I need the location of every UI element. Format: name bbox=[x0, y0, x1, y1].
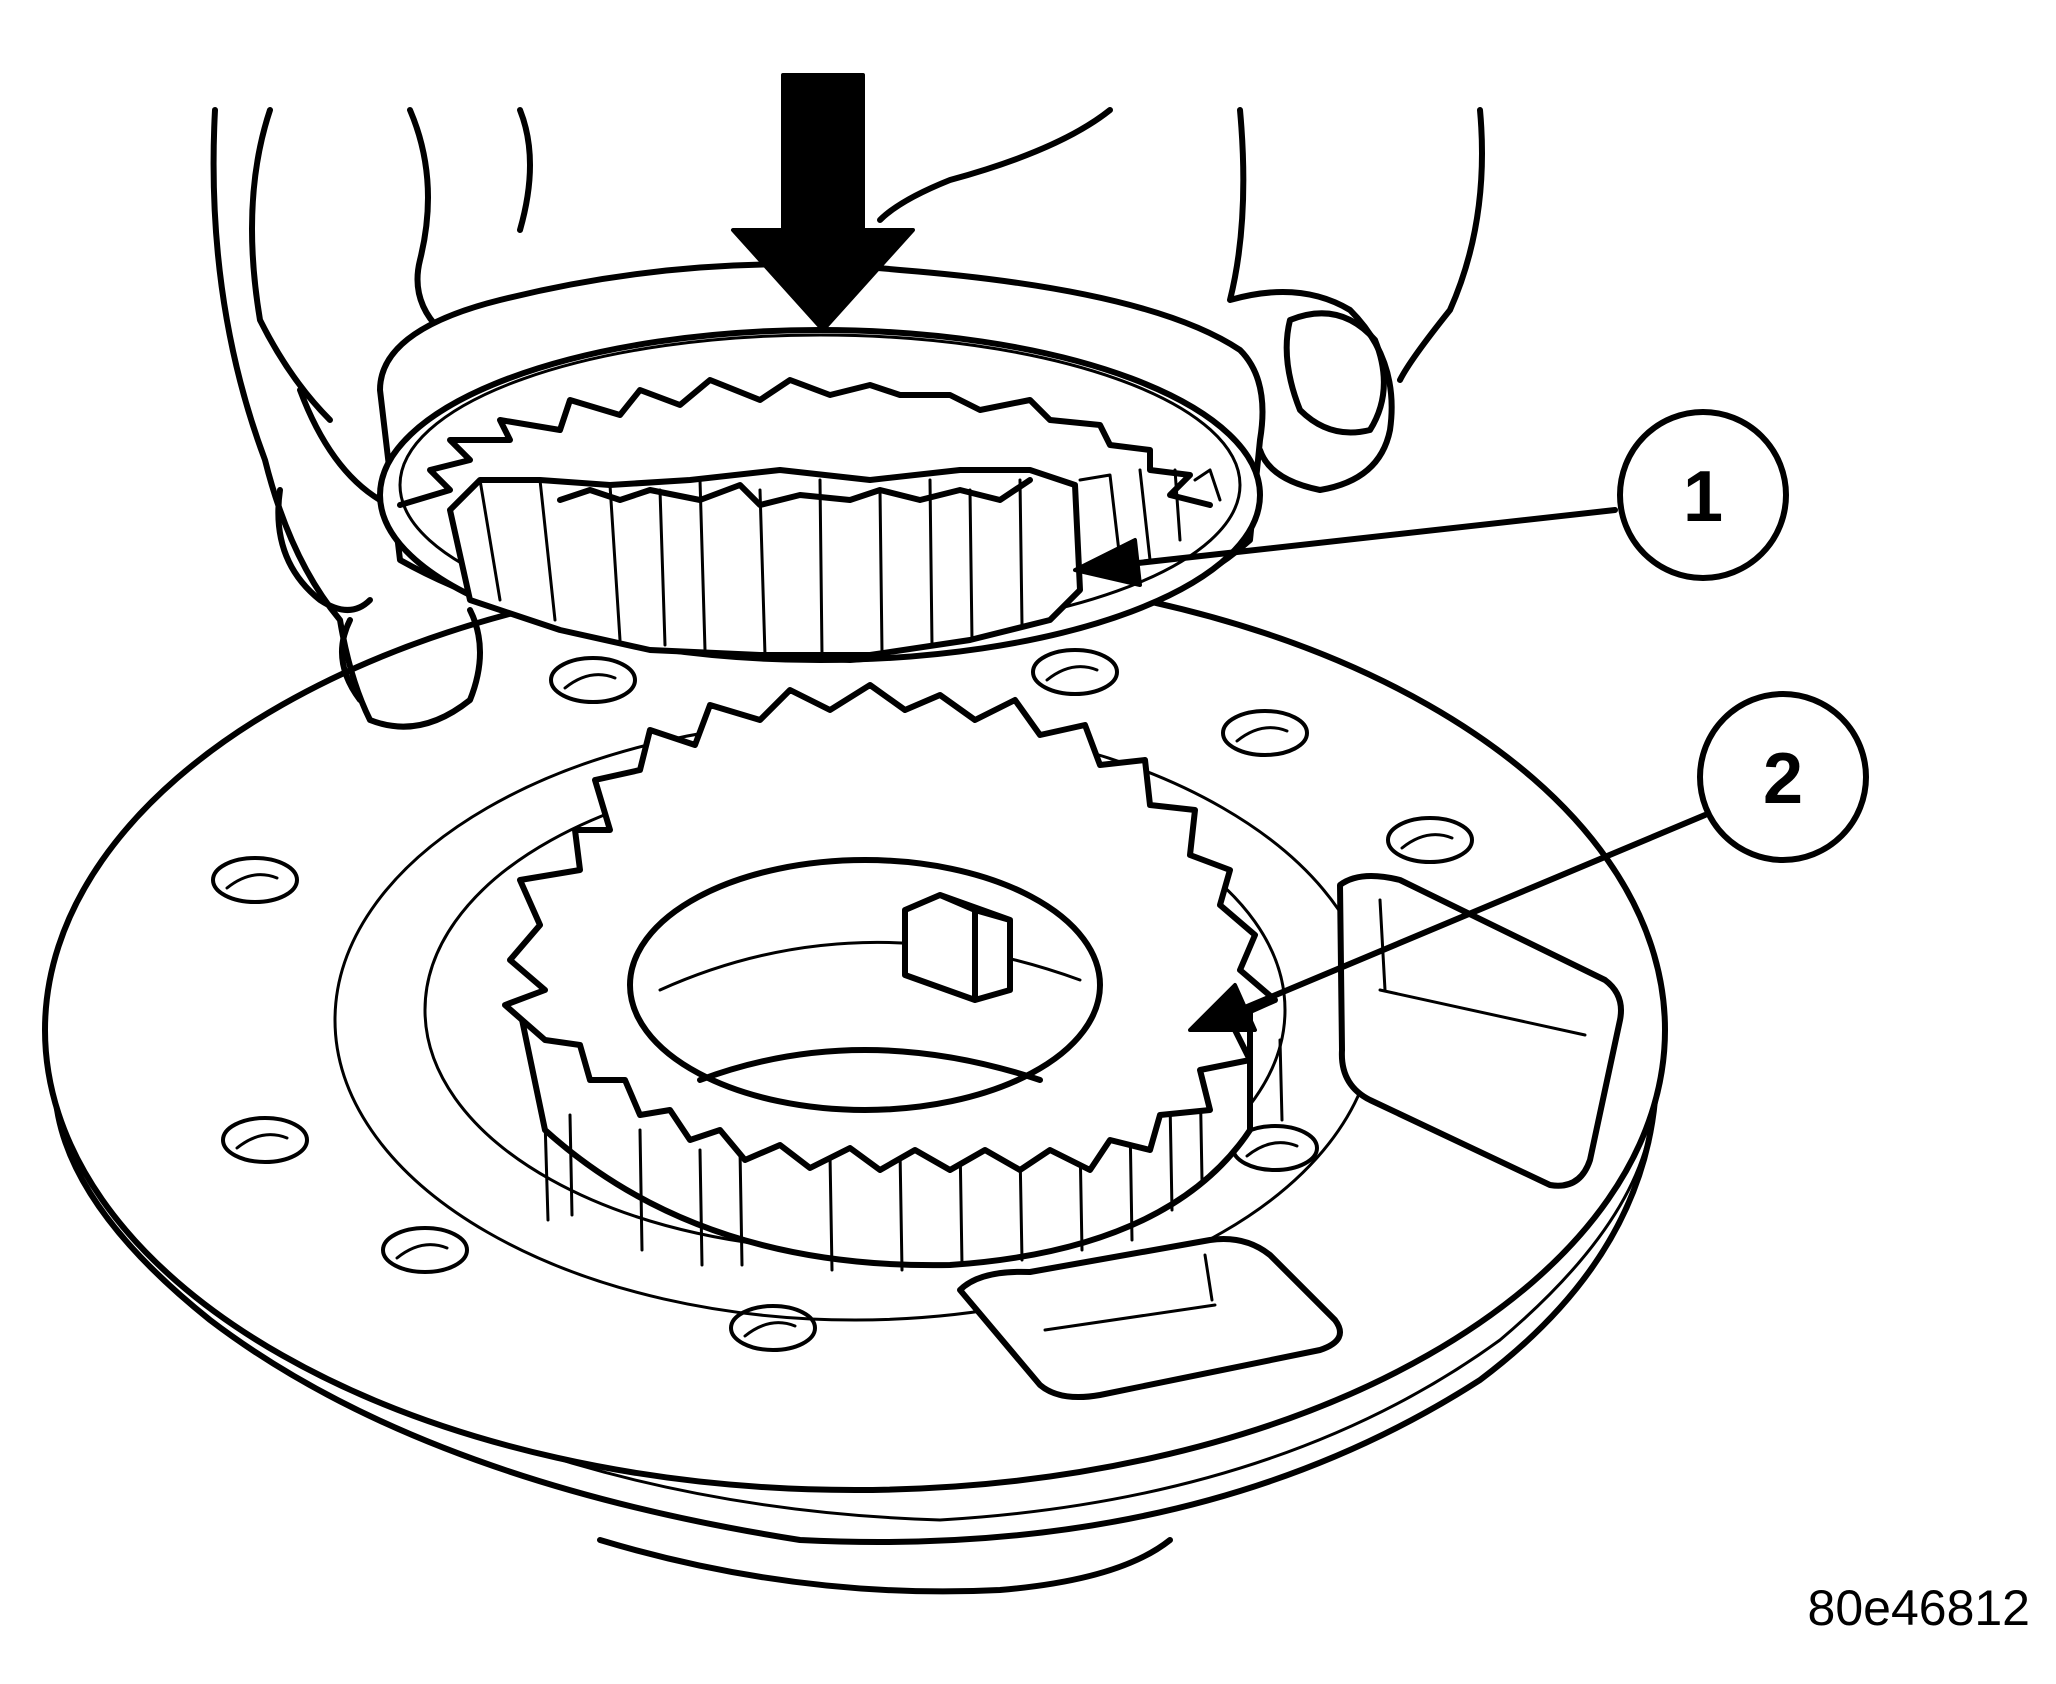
outer-gear-ridges bbox=[568, 1068, 1204, 1272]
inner-gear-teeth-top bbox=[397, 377, 1213, 508]
figure-id: 80e46812 bbox=[1808, 1580, 2030, 1636]
bolt-hole bbox=[1221, 709, 1309, 757]
inner-gear-teeth-zigzag bbox=[557, 477, 1033, 508]
inner-gear bbox=[210, 107, 1485, 730]
hand-right-thumbnail bbox=[1283, 310, 1387, 436]
gear-drive-lug bbox=[902, 892, 1013, 1003]
callout-2-circle bbox=[1697, 691, 1869, 863]
inner-gear-teeth-right bbox=[1078, 468, 1222, 562]
bolt-hole bbox=[381, 1226, 469, 1274]
pump-bottom-boss bbox=[597, 1537, 1173, 1595]
pump-port-lower bbox=[957, 1236, 1343, 1400]
pump-port-lower-floor bbox=[1043, 1303, 1217, 1332]
gear-bore-chamfer bbox=[658, 940, 1082, 992]
hand-left-outline bbox=[210, 107, 483, 730]
hand-left-fingers bbox=[249, 107, 533, 510]
callout-1-label: 1 bbox=[1683, 457, 1723, 537]
push-down-arrow bbox=[731, 73, 915, 332]
callout-1-circle bbox=[1617, 409, 1789, 581]
hand-left-thumb bbox=[275, 487, 373, 703]
inner-gear-tooth-lines bbox=[478, 478, 1024, 657]
pump-ports bbox=[957, 873, 1624, 1400]
bolt-hole bbox=[211, 856, 299, 904]
pump-port-right-floor bbox=[1378, 988, 1587, 1037]
callout-2-leader bbox=[1237, 812, 1708, 1013]
pump-port-right bbox=[1337, 873, 1624, 1189]
callout-1-leader bbox=[1117, 507, 1618, 568]
bolt-hole bbox=[729, 1304, 817, 1352]
outer-gear bbox=[502, 682, 1284, 1272]
callout-1: 1 bbox=[1073, 409, 1789, 587]
gear-bore bbox=[627, 857, 1103, 1113]
gear-pocket-wall bbox=[543, 1038, 1284, 1222]
callout-2-label: 2 bbox=[1763, 739, 1803, 819]
callout-2-arrowhead bbox=[1188, 983, 1257, 1032]
bolt-hole bbox=[221, 1116, 309, 1164]
callout-1-arrowhead bbox=[1073, 538, 1142, 587]
gear-bore-inner-edge bbox=[697, 1047, 1043, 1083]
bolt-hole bbox=[549, 656, 637, 704]
pump-port-lower-edge bbox=[1203, 1253, 1214, 1302]
callout-2: 2 bbox=[1188, 691, 1869, 1032]
bolt-hole bbox=[1031, 648, 1119, 696]
pump-port-right-edge bbox=[1378, 898, 1387, 992]
hand-right-fingers bbox=[877, 107, 1485, 383]
bolt-hole bbox=[1386, 816, 1474, 864]
